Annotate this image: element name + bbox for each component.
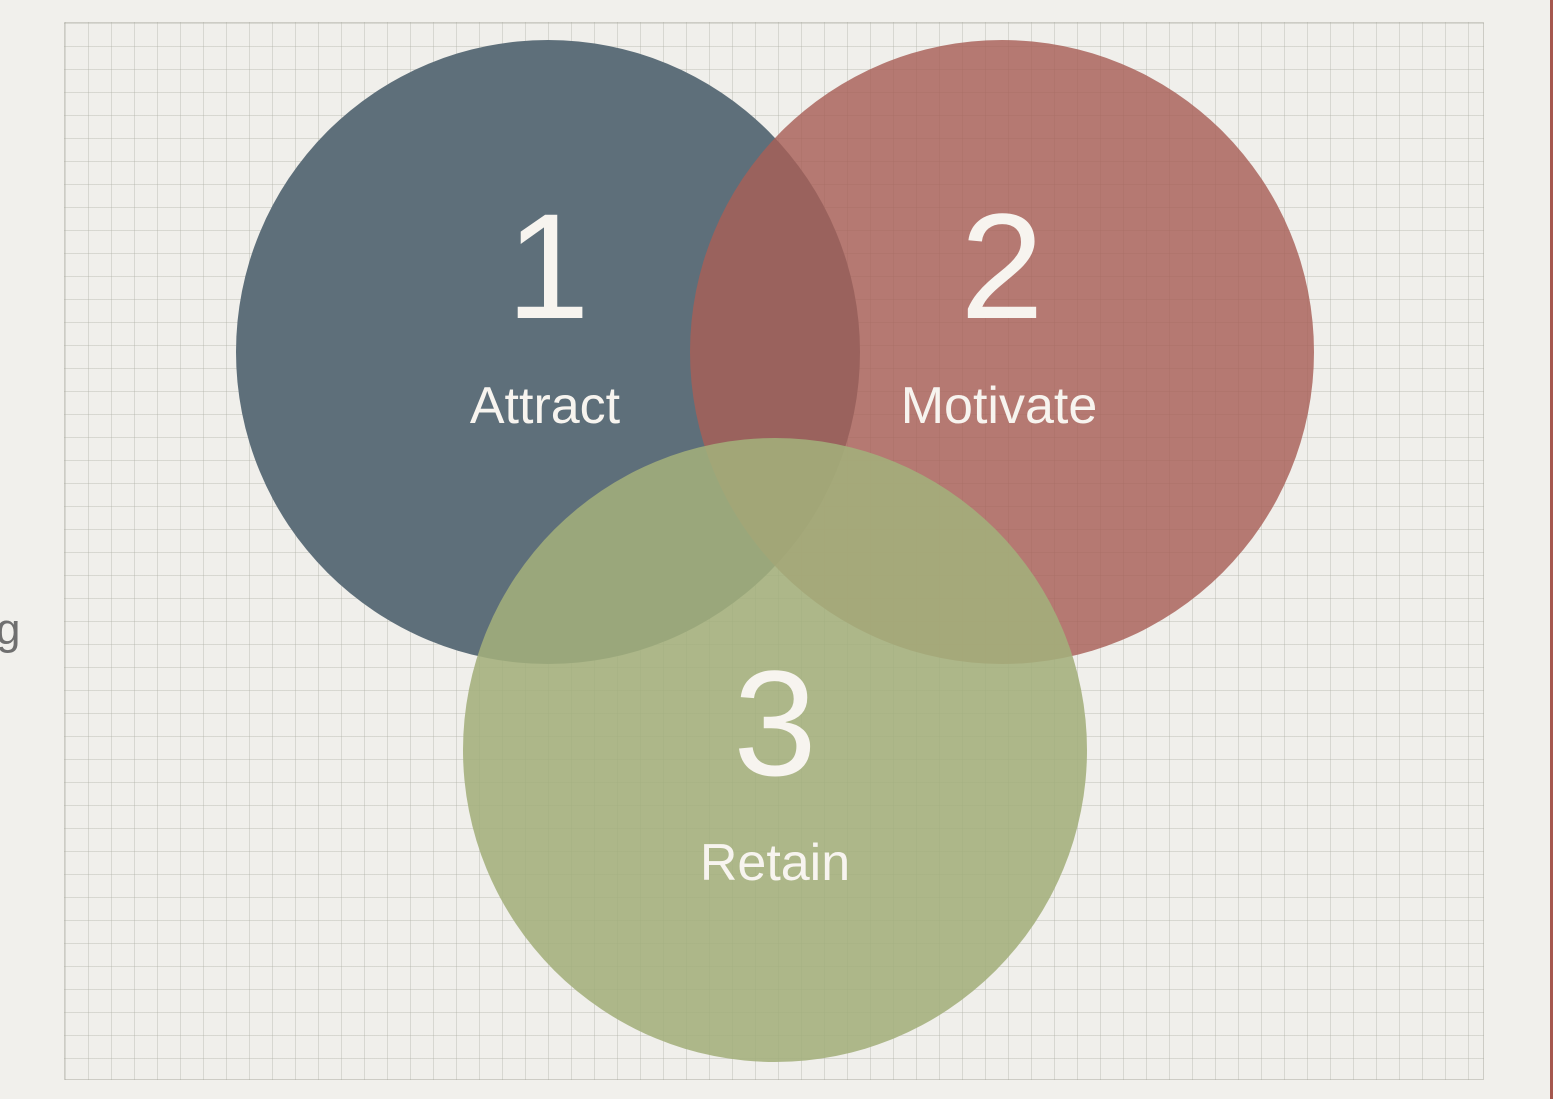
circle-motivate-label: Motivate [901,377,1098,435]
circle-retain-number: 3 [733,639,816,807]
right-edge-rule [1550,0,1553,1099]
circle-retain-label: Retain [700,834,850,892]
circle-attract-number: 1 [506,182,589,350]
circle-retain-shape [463,438,1087,1062]
circle-attract-label: Attract [470,377,621,435]
circle-motivate-number: 2 [960,182,1043,350]
cropped-edge-text: g [0,605,21,654]
circle-retain [463,438,1087,1062]
